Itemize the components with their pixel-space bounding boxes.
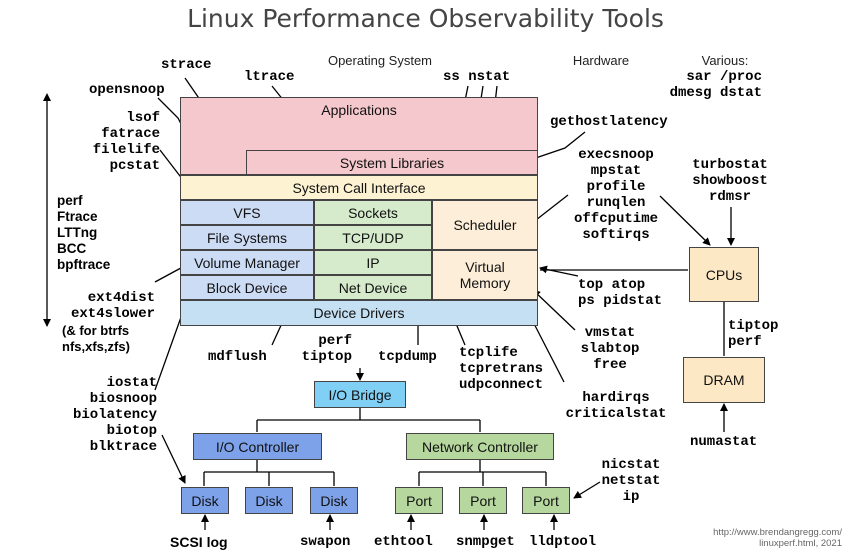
credit-text: http://www.brendangregg.com/ linuxperf.h… <box>713 527 842 549</box>
system-call-interface-layer: System Call Interface <box>180 175 538 200</box>
tool-swapon: swapon <box>300 534 351 550</box>
tool-gethostlatency: gethostlatency <box>550 114 668 130</box>
io-bridge-box: I/O Bridge <box>314 381 406 408</box>
dram-box: DRAM <box>683 357 765 403</box>
tool-snmpget: snmpget <box>456 534 515 550</box>
header-hardware: Hardware <box>572 53 630 68</box>
tool-ltrace: ltrace <box>244 69 295 85</box>
tool-scsi-log: SCSI log <box>170 534 228 550</box>
device-drivers-layer: Device Drivers <box>180 300 538 326</box>
diagram-title: Linux Performance Observability Tools <box>187 4 664 33</box>
tool-ext4-group: ext4dist ext4slower <box>70 290 155 322</box>
header-various: Various: <box>701 53 749 68</box>
tool-tiptop-perf-cpu: tiptop perf <box>728 318 779 350</box>
tool-tcplife-group: tcplife tcpretrans udpconnect <box>459 345 544 393</box>
tool-mdflush: mdflush <box>208 349 267 365</box>
disk-box: Disk <box>181 487 229 514</box>
tool-perf-tiptop: perf tiptop <box>301 333 352 365</box>
scheduler-box: Scheduler <box>432 200 538 250</box>
disk-box: Disk <box>310 487 358 514</box>
vfs-box: VFS <box>180 200 314 225</box>
tool-tcpdump: tcpdump <box>378 349 437 365</box>
file-systems-box: File Systems <box>180 225 314 250</box>
ip-box: IP <box>314 250 432 275</box>
tool-perf-group: perf Ftrace LTTng BCC bpftrace <box>57 193 111 272</box>
tool-various: sar /proc dmesg dstat <box>669 69 762 101</box>
tool-turbostat-group: turbostat showboost rdmsr <box>692 157 768 205</box>
port-box: Port <box>522 487 570 514</box>
tool-ss-nstat: ss nstat <box>443 69 511 85</box>
tool-lsof-group: lsof fatrace filelife pcstat <box>92 110 160 174</box>
tcp-udp-box: TCP/UDP <box>314 225 432 250</box>
port-box: Port <box>459 487 507 514</box>
port-box: Port <box>395 487 443 514</box>
tool-opensnoop: opensnoop <box>89 82 165 98</box>
system-libraries-layer: System Libraries <box>246 150 538 175</box>
header-operating-system: Operating System <box>327 53 433 68</box>
tool-strace: strace <box>161 57 212 73</box>
tool-nicstat-group: nicstat netstat ip <box>601 457 661 505</box>
tool-ethtool: ethtool <box>374 534 433 550</box>
net-device-box: Net Device <box>314 275 432 300</box>
block-device-box: Block Device <box>180 275 314 300</box>
tool-ext4-note: (& for btrfs nfs,xfs,zfs) <box>62 323 130 354</box>
tool-vmstat-group: vmstat slabtop free <box>580 325 640 373</box>
tool-lldptool: lldptool <box>529 534 597 550</box>
disk-box: Disk <box>245 487 293 514</box>
tool-numastat: numastat <box>690 434 758 450</box>
tool-top-group: top atop ps pidstat <box>578 277 663 309</box>
tool-execsnoop-group: execsnoop mpstat profile runqlen offcput… <box>573 147 658 243</box>
tool-iostat-group: iostat biosnoop biolatency biotop blktra… <box>72 375 157 455</box>
tool-hardirqs-group: hardirqs criticalstat <box>565 390 667 422</box>
virtual-memory-box: Virtual Memory <box>432 250 538 300</box>
network-controller-box: Network Controller <box>406 433 554 460</box>
io-controller-box: I/O Controller <box>193 433 322 460</box>
cpus-box: CPUs <box>689 247 759 302</box>
sockets-box: Sockets <box>314 200 432 225</box>
volume-manager-box: Volume Manager <box>180 250 314 275</box>
